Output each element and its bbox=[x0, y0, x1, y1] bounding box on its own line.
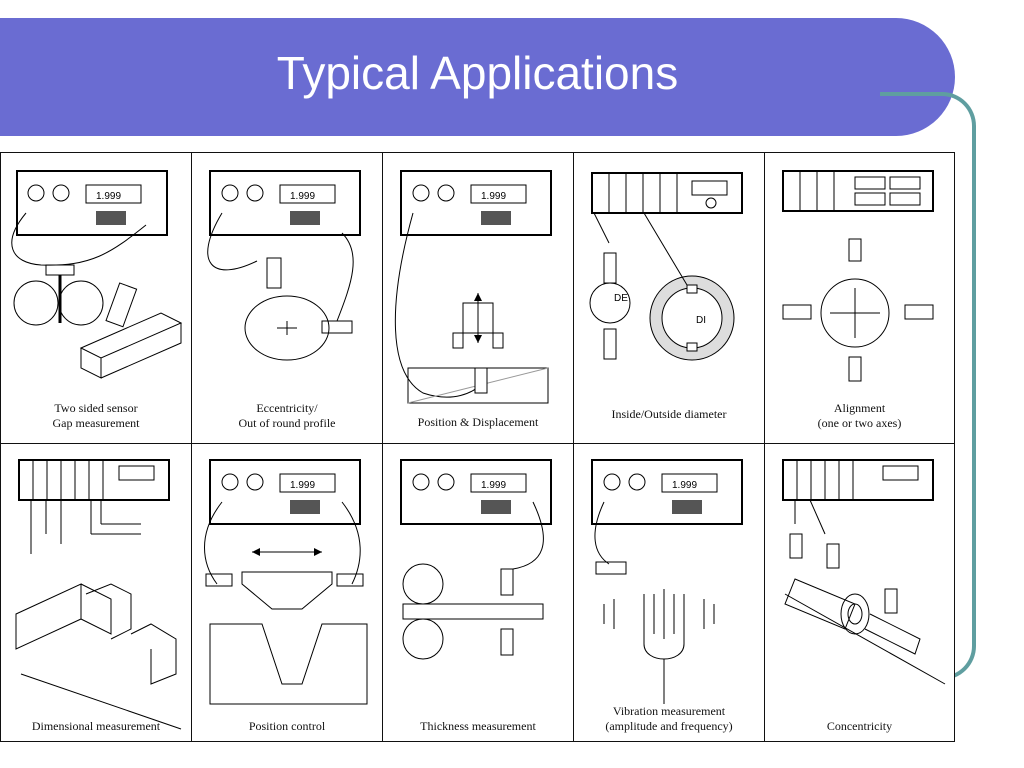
caption-line-1: Inside/Outside diameter bbox=[611, 407, 727, 421]
caption-dimensional-measurement: Dimensional measurement bbox=[1, 719, 191, 734]
position-control-illustration: 1.999 bbox=[204, 459, 368, 705]
caption-alignment: Alignment (one or two axes) bbox=[765, 401, 954, 431]
panel-alignment: Alignment (one or two axes) bbox=[764, 152, 955, 444]
caption-position-control: Position control bbox=[192, 719, 382, 734]
caption-line-1: Two sided sensor bbox=[54, 401, 138, 415]
caption-line-1: Vibration measurement bbox=[612, 704, 726, 718]
title-bar bbox=[0, 18, 955, 136]
inside-outside-diameter-illustration: DE DI bbox=[589, 172, 743, 361]
svg-text:1.999: 1.999 bbox=[481, 191, 506, 202]
caption-line-1: Dimensional measurement bbox=[31, 719, 161, 733]
caption-line-2: Gap measurement bbox=[52, 416, 140, 430]
caption-two-sided-sensor: Two sided sensor Gap measurement bbox=[1, 401, 191, 431]
caption-thickness-measurement: Thickness measurement bbox=[383, 719, 573, 734]
eccentricity-illustration: 1.999 bbox=[207, 170, 361, 361]
svg-text:1.999: 1.999 bbox=[290, 191, 315, 202]
svg-text:1.999: 1.999 bbox=[481, 480, 506, 491]
caption-vibration-measurement: Vibration measurement (amplitude and fre… bbox=[574, 704, 764, 734]
caption-line-1: Eccentricity/ bbox=[256, 401, 318, 415]
caption-line-2: (amplitude and frequency) bbox=[605, 719, 733, 733]
label-di: DI bbox=[696, 315, 706, 326]
svg-text:1.999: 1.999 bbox=[290, 480, 315, 491]
caption-concentricity: Concentricity bbox=[765, 719, 954, 734]
alignment-illustration bbox=[782, 170, 934, 382]
caption-line-2: Out of round profile bbox=[238, 416, 336, 430]
panel-vibration-measurement: 1.999 Vibration measurement (amplitude a… bbox=[573, 443, 765, 742]
dimensional-measurement-illustration bbox=[15, 459, 182, 730]
label-de: DE bbox=[614, 293, 628, 304]
two-sided-sensor-illustration: 1.999 bbox=[11, 170, 183, 379]
caption-line-1: Concentricity bbox=[826, 719, 893, 733]
vibration-measurement-illustration: 1.999 bbox=[591, 459, 743, 704]
title-rule bbox=[0, 136, 918, 139]
figure-grid: 1.999 Two sided sensor Gap measurement bbox=[0, 152, 955, 742]
panel-eccentricity: 1.999 Eccentricity/ Out of round profile bbox=[191, 152, 383, 444]
caption-line-1: Position control bbox=[248, 719, 326, 733]
panel-concentricity: Concentricity bbox=[764, 443, 955, 742]
caption-inside-outside-diameter: Inside/Outside diameter bbox=[574, 407, 764, 422]
svg-text:1.999: 1.999 bbox=[672, 480, 697, 491]
panel-inside-outside-diameter: DE DI Inside/Outside diameter bbox=[573, 152, 765, 444]
concentricity-illustration bbox=[782, 459, 946, 685]
caption-position-displacement: Position & Displacement bbox=[383, 415, 573, 430]
panel-dimensional-measurement: Dimensional measurement bbox=[0, 443, 192, 742]
panel-two-sided-sensor: 1.999 Two sided sensor Gap measurement bbox=[0, 152, 192, 444]
caption-eccentricity: Eccentricity/ Out of round profile bbox=[192, 401, 382, 431]
panel-position-displacement: 1.999 Position & Displacement bbox=[382, 152, 574, 444]
slide-title: Typical Applications bbox=[276, 47, 679, 99]
caption-line-1: Thickness measurement bbox=[420, 719, 536, 733]
thickness-measurement-illustration: 1.999 bbox=[400, 459, 552, 660]
caption-line-1: Alignment bbox=[833, 401, 886, 415]
figure-panel-area: 1.999 Two sided sensor Gap measurement bbox=[0, 152, 955, 742]
position-displacement-illustration: 1.999 bbox=[394, 170, 552, 404]
svg-text:1.999: 1.999 bbox=[96, 191, 121, 202]
caption-line-1: Position & Displacement bbox=[417, 415, 539, 429]
panel-position-control: 1.999 Position control bbox=[191, 443, 383, 742]
panel-thickness-measurement: 1.999 Thickness measurement bbox=[382, 443, 574, 742]
caption-line-2: (one or two axes) bbox=[817, 416, 902, 430]
